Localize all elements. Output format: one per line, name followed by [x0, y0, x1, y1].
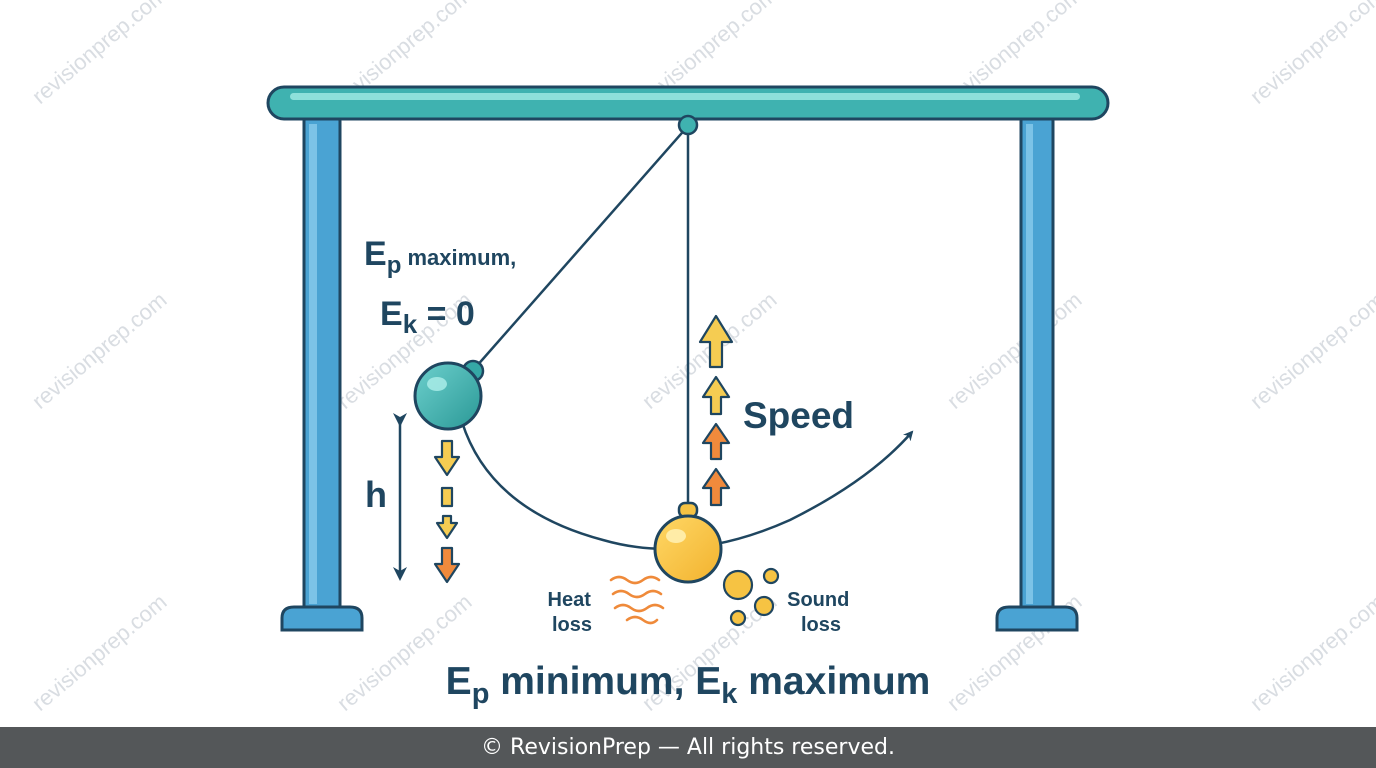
watermark-text: revisionprep.com [27, 589, 171, 716]
left-foot [280, 605, 364, 632]
up-arrow-icon [701, 422, 731, 461]
down-arrow-icon [435, 514, 459, 540]
right-post [1019, 116, 1055, 612]
falling-arrows [433, 439, 461, 584]
heat-loss-label: Heat loss [548, 589, 597, 636]
watermark-text: revisionprep.com [1245, 287, 1376, 414]
pivot [677, 114, 699, 136]
sound-bubble-icon [722, 567, 780, 627]
copyright-footer: © RevisionPrep — All rights reserved. [0, 727, 1376, 768]
watermark-text: revisionprep.com [27, 287, 171, 414]
up-arrow-icon [701, 467, 731, 507]
speed-arrows [698, 314, 734, 507]
heat-wave-icon [609, 575, 665, 625]
sound-loss-label: Sound loss [787, 589, 855, 636]
speed-label: Speed [743, 395, 854, 436]
down-arrow-icon [433, 546, 461, 584]
down-arrow-icon [440, 486, 454, 508]
down-arrow-icon [433, 439, 461, 477]
watermark-text: revisionprep.com [1245, 589, 1376, 716]
right-foot [995, 605, 1079, 632]
height-label: h [365, 474, 387, 515]
top-bar [266, 85, 1110, 121]
string-start [474, 125, 689, 369]
ek-zero-label: Ek = 0 [380, 295, 475, 339]
pendulum-bob-start [413, 359, 485, 431]
ep-maximum-label: Ep maximum, [364, 235, 516, 279]
up-arrow-icon [698, 314, 734, 369]
watermark-text: revisionprep.com [1245, 0, 1376, 109]
pendulum-bob-bottom [653, 501, 723, 584]
watermark-text: revisionprep.com [27, 0, 171, 109]
watermark-text: revisionprep.com [942, 287, 1086, 414]
up-arrow-icon [701, 375, 731, 416]
pendulum-frame [266, 85, 1110, 632]
copyright-text: © RevisionPrep — All rights reserved. [481, 735, 895, 760]
ep-min-ek-max-label: Ep minimum, Ek maximum [446, 660, 931, 710]
